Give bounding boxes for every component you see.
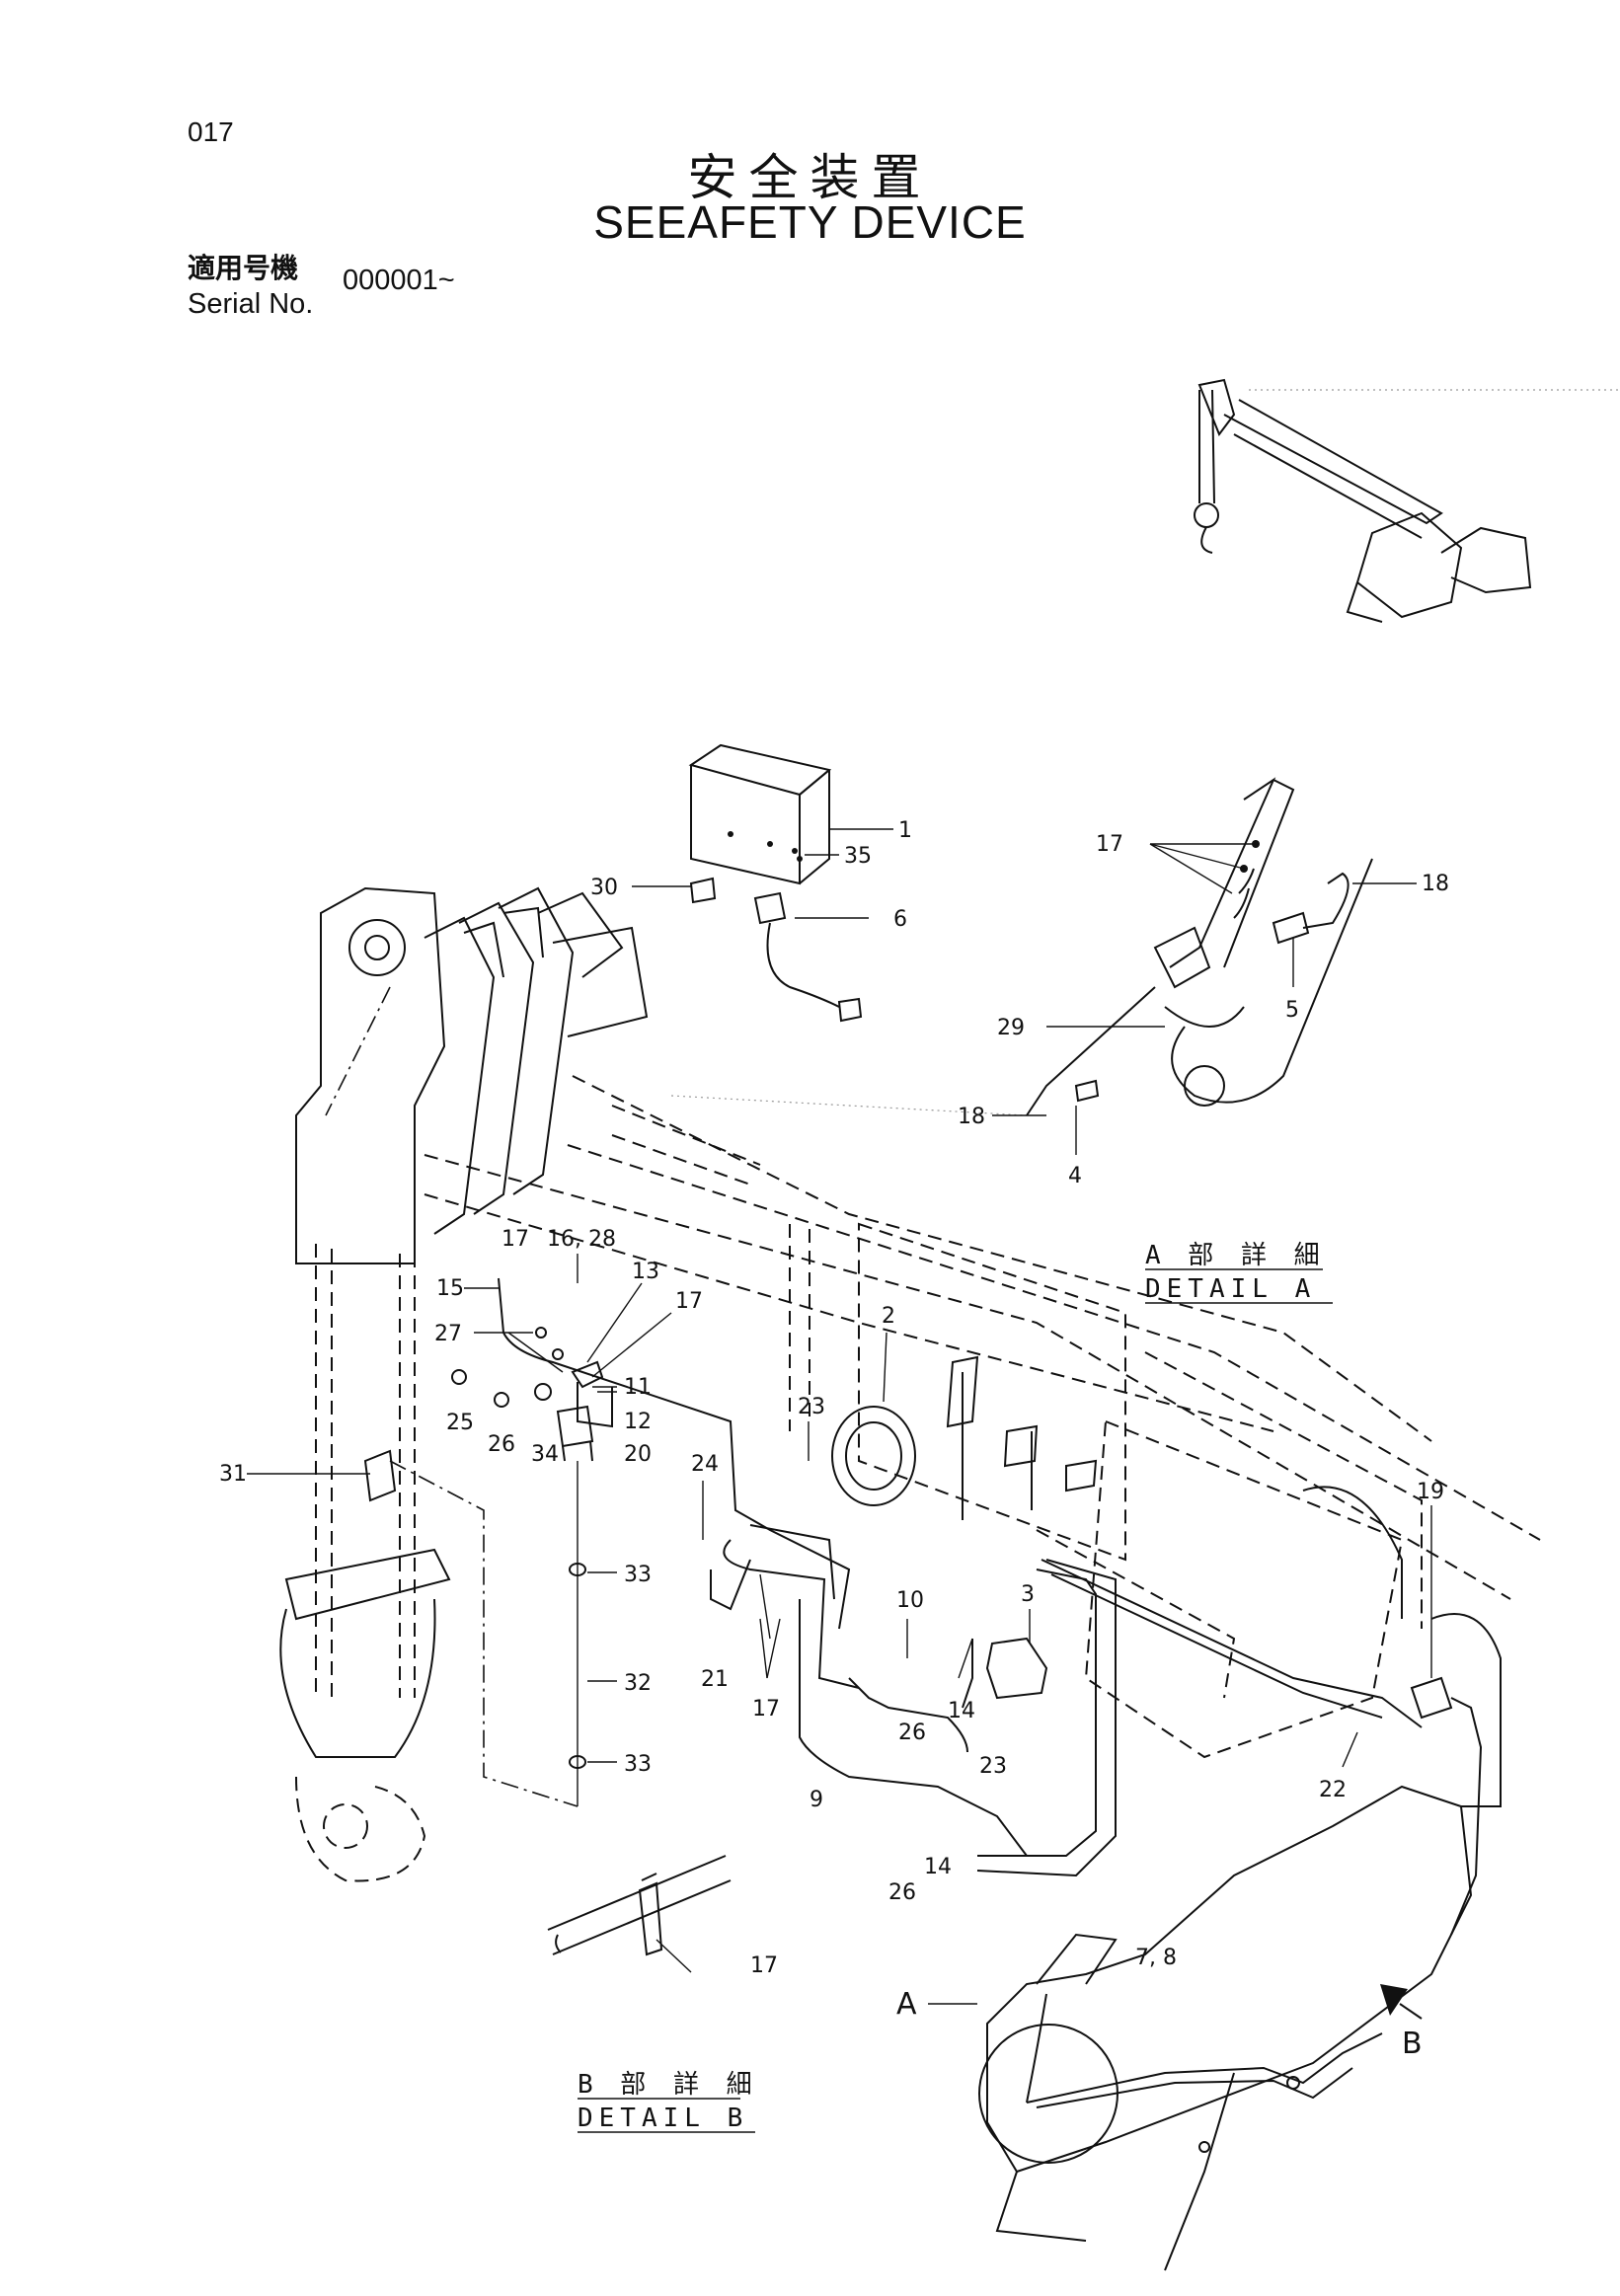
callout-30: 30 <box>590 876 618 900</box>
callout-10: 10 <box>896 1588 924 1613</box>
callout-17-top: 17 <box>501 1227 529 1252</box>
boom-outline <box>424 1075 1541 1759</box>
callout-17-detail-b: 17 <box>750 1953 778 1978</box>
callout-17-right: 17 <box>675 1289 703 1314</box>
callout-26-middle: 26 <box>898 1721 926 1745</box>
callout-21: 21 <box>701 1667 729 1692</box>
hook-block <box>279 1244 451 1882</box>
callout-25: 25 <box>446 1411 474 1435</box>
title-japanese: 安全装置 <box>687 149 933 206</box>
callout-6: 6 <box>893 907 907 932</box>
controller-box <box>688 743 863 1023</box>
detail-b-jp: B 部 詳 細 <box>578 2070 758 2100</box>
callout-13: 13 <box>632 1260 659 1284</box>
detail-b-en: DETAIL B <box>578 2104 748 2133</box>
boom-head-sheaves <box>295 886 649 1264</box>
leader-lines <box>247 828 1432 2005</box>
callout-23-upper: 23 <box>798 1395 825 1419</box>
callout-3: 3 <box>1021 1582 1035 1607</box>
detail-a-en: DETAIL A <box>1145 1274 1316 1304</box>
callout-22: 22 <box>1319 1778 1347 1802</box>
buzzer-and-harness <box>710 1355 1483 1936</box>
serial-label-japanese: 適用号機 <box>188 252 299 284</box>
callout-18-upper: 18 <box>1422 872 1449 896</box>
detail-a-jp: A 部 詳 細 <box>1145 1241 1326 1270</box>
crane-thumbnail <box>1194 378 1620 623</box>
callout-4: 4 <box>1068 1164 1082 1188</box>
callout-labels: 1 35 30 6 17 18 5 29 18 4 17 16, 28 13 1… <box>219 818 1449 2061</box>
callout-24: 24 <box>691 1452 719 1477</box>
callout-7-8: 7, 8 <box>1135 1946 1177 1970</box>
detail-a-drawing <box>670 777 1373 1116</box>
callout-b: B <box>1402 2027 1423 2061</box>
callout-18-lower: 18 <box>958 1105 985 1129</box>
callout-31: 31 <box>219 1462 247 1487</box>
callout-17-bottom: 17 <box>752 1697 780 1722</box>
callout-16-28: 16, 28 <box>547 1227 616 1252</box>
callout-27: 27 <box>434 1322 462 1346</box>
callout-26-left: 26 <box>488 1432 515 1457</box>
callout-35: 35 <box>844 844 872 869</box>
callout-20: 20 <box>624 1442 652 1467</box>
page-number: 017 <box>188 116 234 147</box>
callout-5: 5 <box>1285 998 1299 1023</box>
callout-14-lower: 14 <box>924 1855 952 1879</box>
detail-b-drawing <box>547 1855 732 1956</box>
callout-26-bottom: 26 <box>888 1880 916 1905</box>
detail-captions: A 部 詳 細 DETAIL A B 部 詳 細 DETAIL B <box>578 1241 1333 2133</box>
callout-15: 15 <box>436 1276 464 1301</box>
limit-switch-assembly <box>389 1277 851 1807</box>
callout-33-lower: 33 <box>624 1752 652 1777</box>
callout-19: 19 <box>1417 1480 1444 1504</box>
serial-label-english: Serial No. <box>188 288 314 320</box>
callout-a: A <box>896 1987 917 2022</box>
callout-11: 11 <box>624 1375 652 1400</box>
callout-2: 2 <box>882 1304 895 1329</box>
callout-12: 12 <box>624 1410 652 1434</box>
serial-value: 000001~ <box>343 265 455 296</box>
callout-33-upper: 33 <box>624 1563 652 1587</box>
callout-9: 9 <box>810 1788 823 1812</box>
title-english: SEEAFETY DEVICE <box>593 196 1027 248</box>
callout-32: 32 <box>624 1671 652 1696</box>
callout-17-detail-a: 17 <box>1096 832 1123 857</box>
boom-base <box>978 1486 1502 2271</box>
callout-23-lower: 23 <box>979 1754 1007 1779</box>
callout-29: 29 <box>997 1016 1025 1040</box>
callout-1: 1 <box>898 818 912 843</box>
callout-14-upper: 14 <box>948 1699 975 1723</box>
callout-34: 34 <box>531 1442 559 1467</box>
